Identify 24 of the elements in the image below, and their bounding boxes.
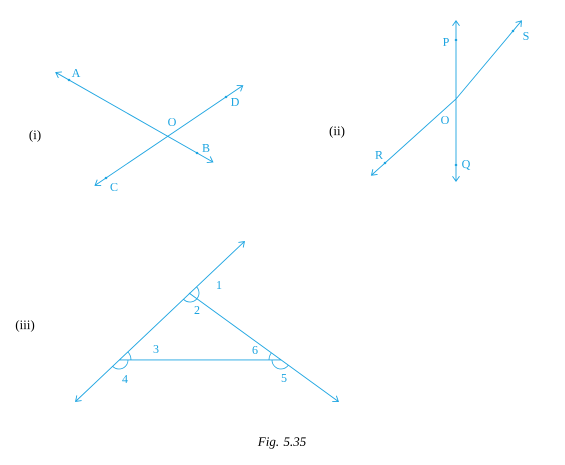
point-label: R <box>375 151 386 164</box>
point-label: D <box>224 96 239 106</box>
angle-label: 2 <box>194 306 200 314</box>
line <box>94 85 244 186</box>
angle-label: 3 <box>154 344 159 353</box>
line <box>55 71 214 164</box>
figure-number: (iii) <box>16 320 34 332</box>
point-label: P <box>443 38 458 46</box>
point-label: B <box>196 144 210 154</box>
point-label: Q <box>454 160 470 170</box>
point-label: A <box>68 69 80 82</box>
line <box>370 20 522 176</box>
point-label: S <box>512 30 529 40</box>
line <box>452 20 460 182</box>
point-label: O <box>441 116 449 124</box>
point-label: O <box>168 118 176 126</box>
angle-label: 1 <box>217 281 222 289</box>
figure-number: (ii) <box>330 126 344 138</box>
angle-label: 5 <box>282 374 287 382</box>
angle-label: 4 <box>122 375 128 383</box>
figure-number: (i) <box>29 130 41 142</box>
caption: Fig. 5.35 <box>258 437 306 449</box>
angle-label: 6 <box>252 346 258 354</box>
point-label: C <box>104 176 118 192</box>
